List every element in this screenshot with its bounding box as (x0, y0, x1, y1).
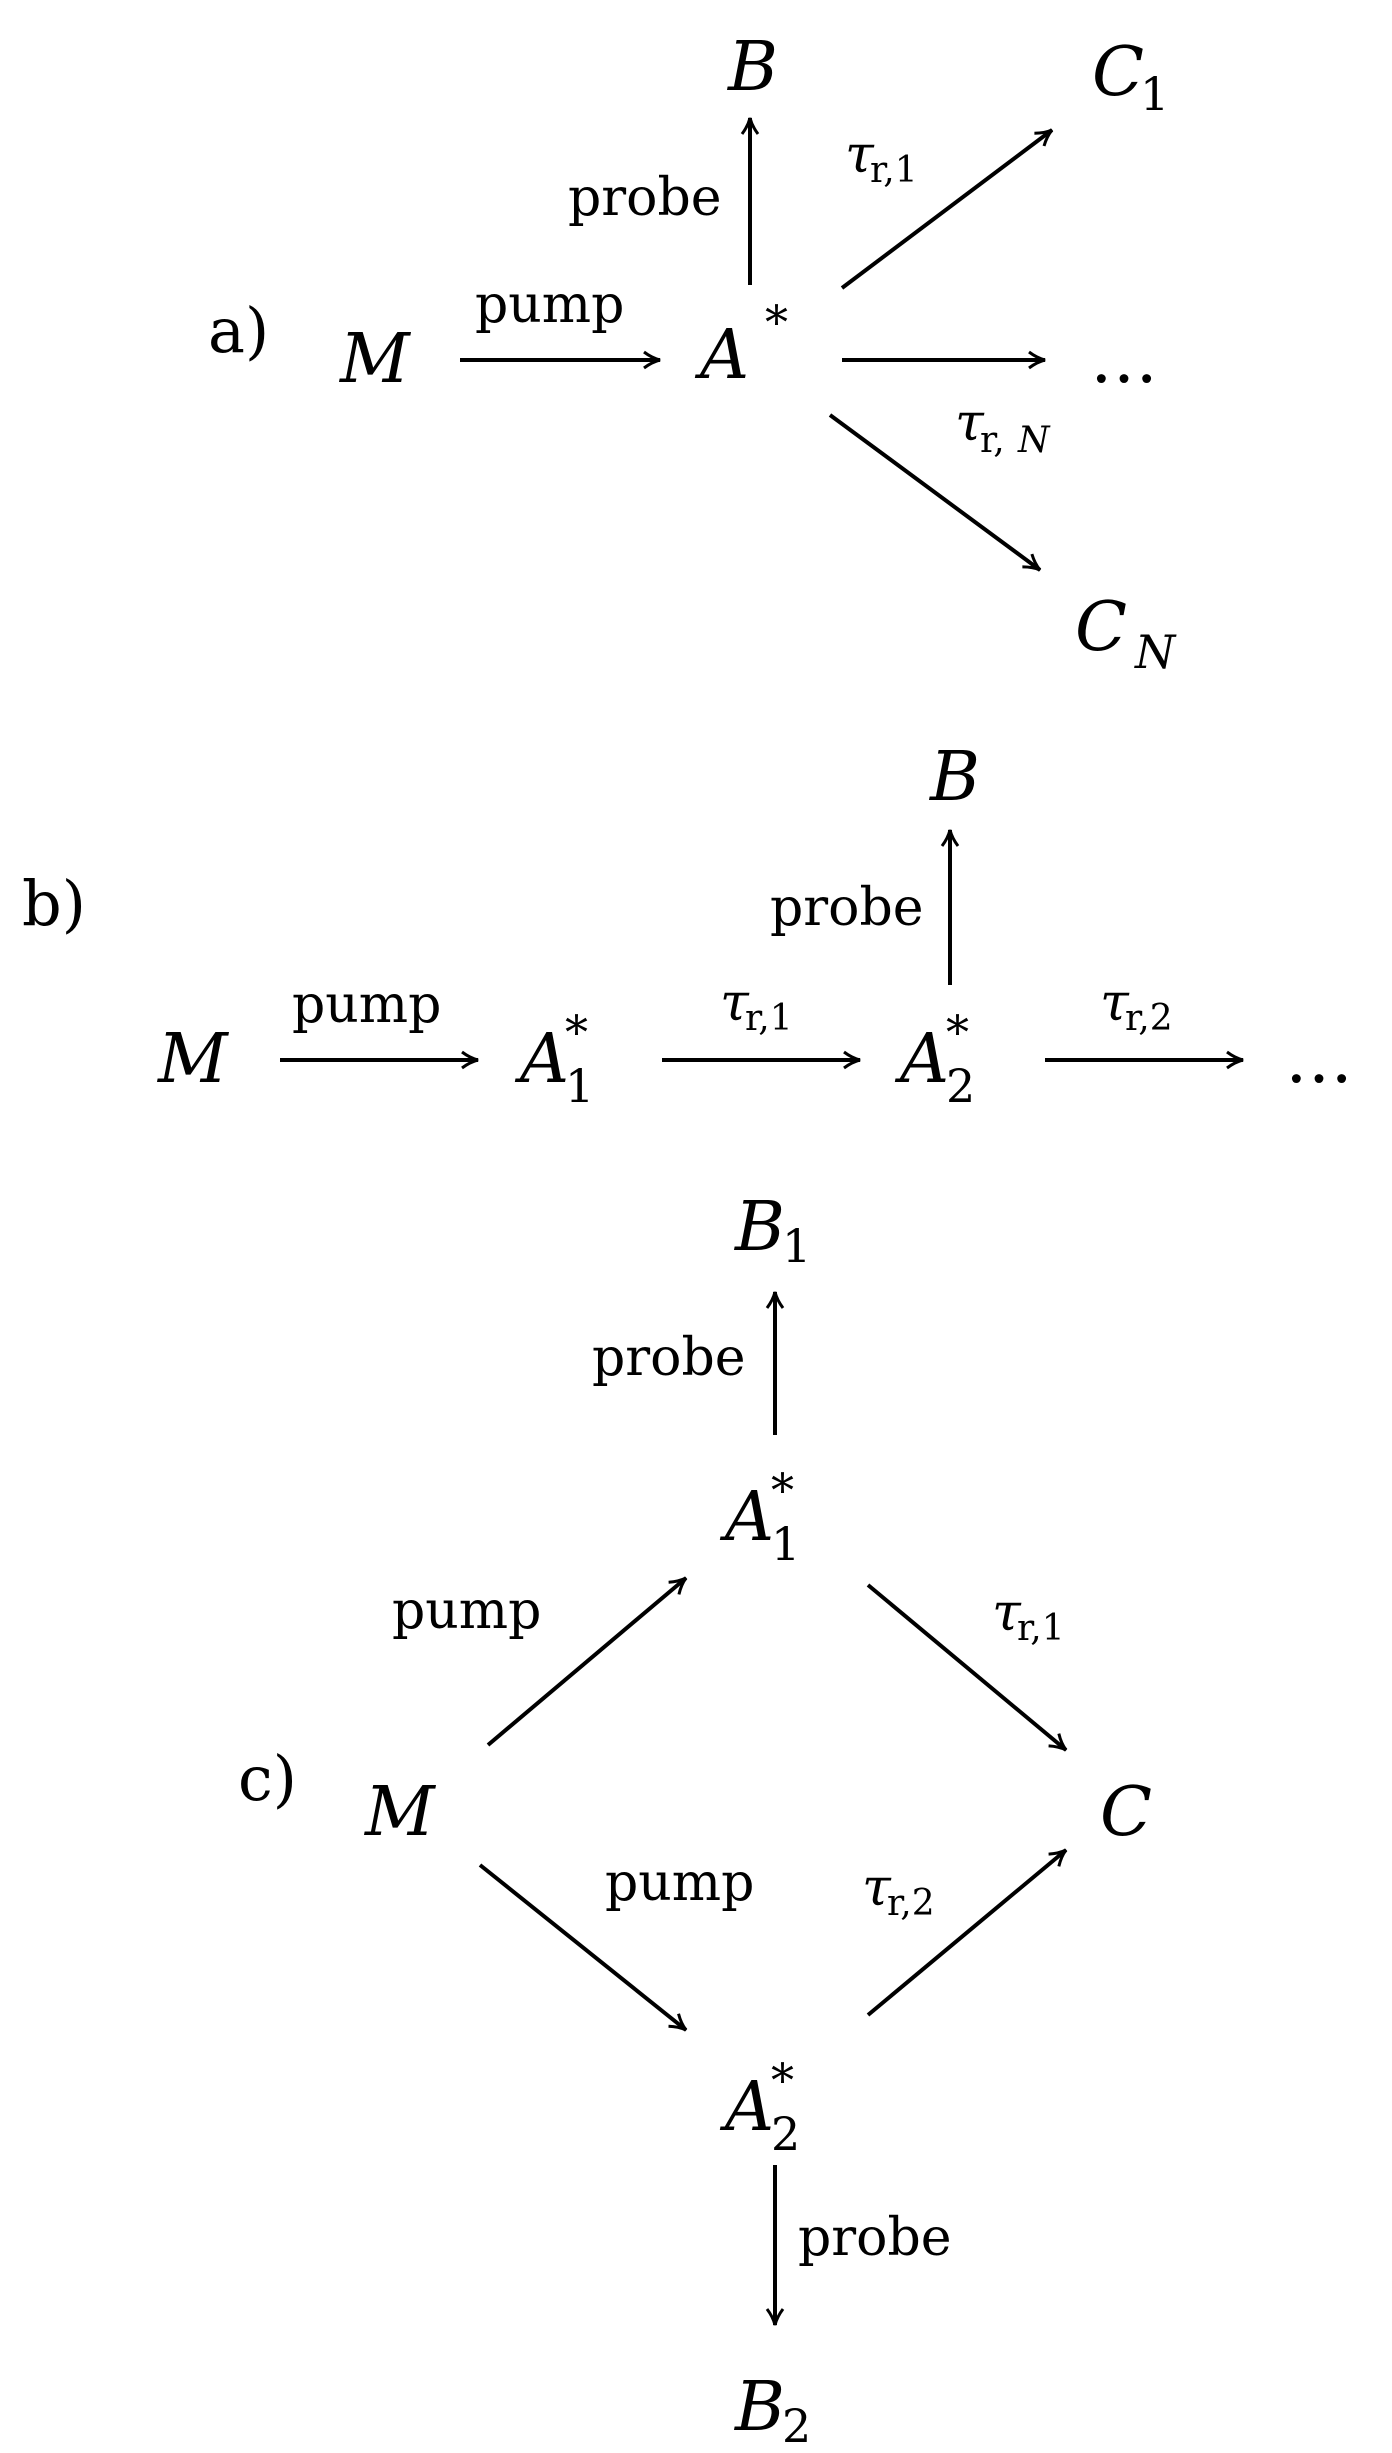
edge-c-pump2 (478, 1863, 688, 2032)
node-b-A1: A * 1 (514, 1005, 594, 1113)
node-a-Astar: A * (694, 295, 788, 395)
node-c-A1-main: A (719, 1478, 774, 1557)
node-b-A1-sub: 1 (565, 1059, 594, 1113)
panel-b: b) M A * 1 A * 2 B … pump τ r,1 probe τ … (22, 738, 1353, 1113)
node-a-C1: C 1 (1092, 33, 1169, 121)
node-c-A2: A * 2 (719, 2053, 800, 2161)
node-c-B2: B 2 (733, 2368, 811, 2453)
node-a-Astar-main: A (694, 316, 749, 395)
edge-b-probe-label: probe (770, 878, 924, 938)
node-b-dots: … (1285, 1020, 1353, 1099)
panel-a-label: a) (208, 294, 269, 367)
edge-c-tau1 (866, 1583, 1068, 1752)
panel-b-label: b) (22, 867, 86, 940)
node-b-A2-sub: 2 (946, 1059, 975, 1113)
node-a-CN-sub: N (1134, 625, 1177, 679)
node-c-A2-main: A (719, 2068, 774, 2147)
edge-c-pump1-label: pump (392, 1581, 541, 1641)
node-c-A1: A * 1 (719, 1463, 800, 1571)
node-b-A1-sup: * (565, 1005, 588, 1059)
node-c-B2-main: B (733, 2368, 785, 2447)
edge-c-tau2 (866, 1848, 1068, 2017)
node-c-M: M (363, 1773, 437, 1852)
node-c-B1: B 1 (733, 1188, 811, 1273)
edge-a-tauN-label: τ r, N (955, 393, 1051, 461)
node-b-M: M (156, 1020, 230, 1099)
node-a-M: M (338, 320, 412, 399)
edge-b-tau1-sym: τ (720, 973, 750, 1033)
edge-b-tau2-label: τ r,2 (1100, 973, 1173, 1039)
edge-a-tauN (828, 413, 1042, 572)
node-c-B2-sub: 2 (782, 2399, 811, 2453)
edge-c-tau2-sub: r,2 (887, 1883, 935, 1924)
node-a-CN-main: C (1075, 588, 1127, 667)
edge-a-tau1 (840, 128, 1054, 290)
edge-a-tau1-label: τ r,1 (845, 125, 918, 191)
node-a-C1-main: C (1092, 33, 1144, 112)
edge-a-tau1-sub: r,1 (870, 150, 918, 191)
edge-a-tauN-sub-n: N (1017, 420, 1051, 461)
node-a-Astar-sup: * (765, 295, 788, 349)
edge-a-tauN-sym: τ (955, 393, 985, 453)
node-b-A2: A * 2 (894, 1005, 975, 1113)
edge-a-pump-label: pump (475, 275, 624, 335)
node-c-B1-main: B (733, 1188, 785, 1267)
edge-c-tau1-sub: r,1 (1017, 1608, 1065, 1649)
node-c-A2-sub: 2 (771, 2107, 800, 2161)
panel-c-label: c) (238, 1742, 297, 1815)
edge-b-tau1-sub: r,1 (745, 998, 793, 1039)
node-a-CN: C N (1075, 588, 1177, 679)
edge-c-probe2-label: probe (798, 2208, 952, 2268)
node-c-C: C (1100, 1773, 1152, 1852)
panel-a: a) M A * B C 1 … C N pump probe τ r,1 τ (208, 28, 1177, 679)
edge-b-pump-label: pump (292, 975, 441, 1035)
edge-c-tau1-label: τ r,1 (992, 1583, 1065, 1649)
node-c-B1-sub: 1 (782, 1219, 811, 1273)
node-b-B: B (928, 738, 980, 817)
edge-b-tau2-sym: τ (1100, 973, 1130, 1033)
edge-c-tau2-sym: τ (862, 1858, 892, 1918)
panel-c: c) M B 1 A * 1 A * 2 C B 2 probe pump pu… (238, 1188, 1152, 2453)
edge-c-pump1 (486, 1576, 688, 1747)
edge-c-probe1-label: probe (592, 1328, 746, 1388)
node-c-A2-sup: * (771, 2053, 794, 2107)
node-a-dots: … (1090, 320, 1158, 399)
node-a-B: B (726, 28, 778, 107)
node-b-A2-main: A (894, 1020, 949, 1099)
node-b-A1-main: A (514, 1020, 569, 1099)
edge-c-pump2-label: pump (605, 1853, 754, 1913)
edge-c-tau1-sym: τ (992, 1583, 1022, 1643)
edge-a-probe-label: probe (568, 168, 722, 228)
edge-a-tau1-sym: τ (845, 125, 875, 185)
edge-b-tau2-sub: r,2 (1125, 998, 1173, 1039)
node-c-A1-sub: 1 (771, 1517, 800, 1571)
edge-c-tau2-label: τ r,2 (862, 1858, 935, 1924)
edge-b-tau1-label: τ r,1 (720, 973, 793, 1039)
node-b-A2-sup: * (946, 1005, 969, 1059)
edge-a-tauN-sub-r: r, (980, 420, 1005, 461)
node-a-C1-sub: 1 (1140, 67, 1169, 121)
node-c-A1-sup: * (771, 1463, 794, 1517)
